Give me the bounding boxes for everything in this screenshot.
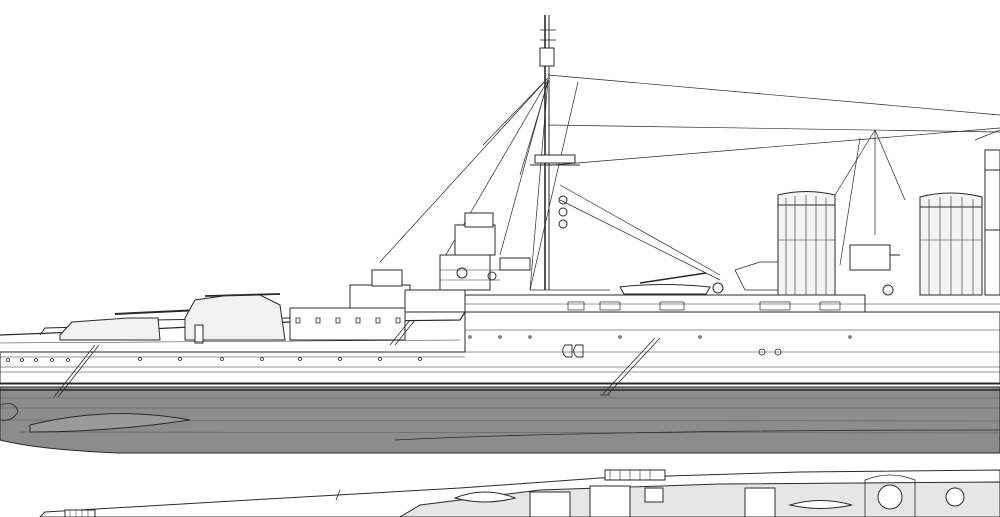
bilge-keel <box>29 413 191 433</box>
ships-boat <box>619 284 711 295</box>
hawse-marks <box>562 344 584 358</box>
hull-plating-lines <box>0 397 1000 434</box>
portholes <box>6 335 852 362</box>
hull-contour <box>394 429 1000 441</box>
forward-turret <box>59 317 161 341</box>
rigging-lines <box>379 74 1000 291</box>
plan-view <box>39 469 1000 517</box>
forward-superstructure <box>289 307 406 341</box>
bow-underwater-contour <box>0 403 19 421</box>
midship-deckhouse <box>464 294 866 313</box>
accommodation-ladders <box>53 337 661 398</box>
bridge-structure <box>349 212 531 313</box>
hull-below-waterline <box>0 386 1000 454</box>
deck-railing <box>0 303 1000 344</box>
profile-view <box>0 15 1000 454</box>
foremast <box>530 15 580 290</box>
forward-funnel <box>777 191 836 296</box>
after-funnel <box>919 192 983 296</box>
